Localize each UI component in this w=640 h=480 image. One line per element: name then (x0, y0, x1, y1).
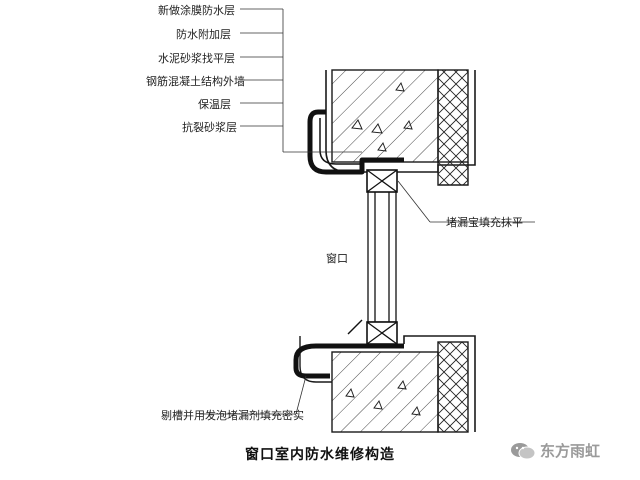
lower-plug-box (366, 321, 398, 345)
lower-wall (299, 335, 476, 433)
upper-plug-box (366, 169, 398, 193)
label-insulation-layer: 保温层 (198, 98, 231, 111)
label-leader-lines (200, 8, 535, 415)
diagram-caption: 窗口室内防水维修构造 (245, 447, 395, 463)
label-anti-crack-mortar: 抗裂砂浆层 (182, 121, 237, 134)
upper-wall (325, 69, 476, 186)
watermark-text: 东方雨虹 (540, 442, 601, 460)
label-plug-fill: 堵漏宝填充抹平 (446, 216, 523, 229)
label-rc-exterior-wall: 钢筋混凝土结构外墙 (146, 75, 245, 88)
window-frame (367, 192, 397, 323)
wechat-logo-icon (511, 442, 536, 459)
lower-waterproof-membrane (293, 343, 404, 379)
brand-watermark: 东方雨虹 (510, 440, 600, 461)
label-new-coating-membrane: 新做涂膜防水层 (158, 4, 235, 17)
label-additional-layer: 防水附加层 (176, 28, 231, 41)
label-groove-foam-fill: 剔槽并用发泡堵漏剂填充密实 (161, 409, 304, 422)
upper-waterproof-membrane (307, 109, 404, 175)
label-cement-mortar-leveling: 水泥砂浆找平层 (158, 52, 235, 65)
label-window: 窗口 (326, 252, 348, 265)
